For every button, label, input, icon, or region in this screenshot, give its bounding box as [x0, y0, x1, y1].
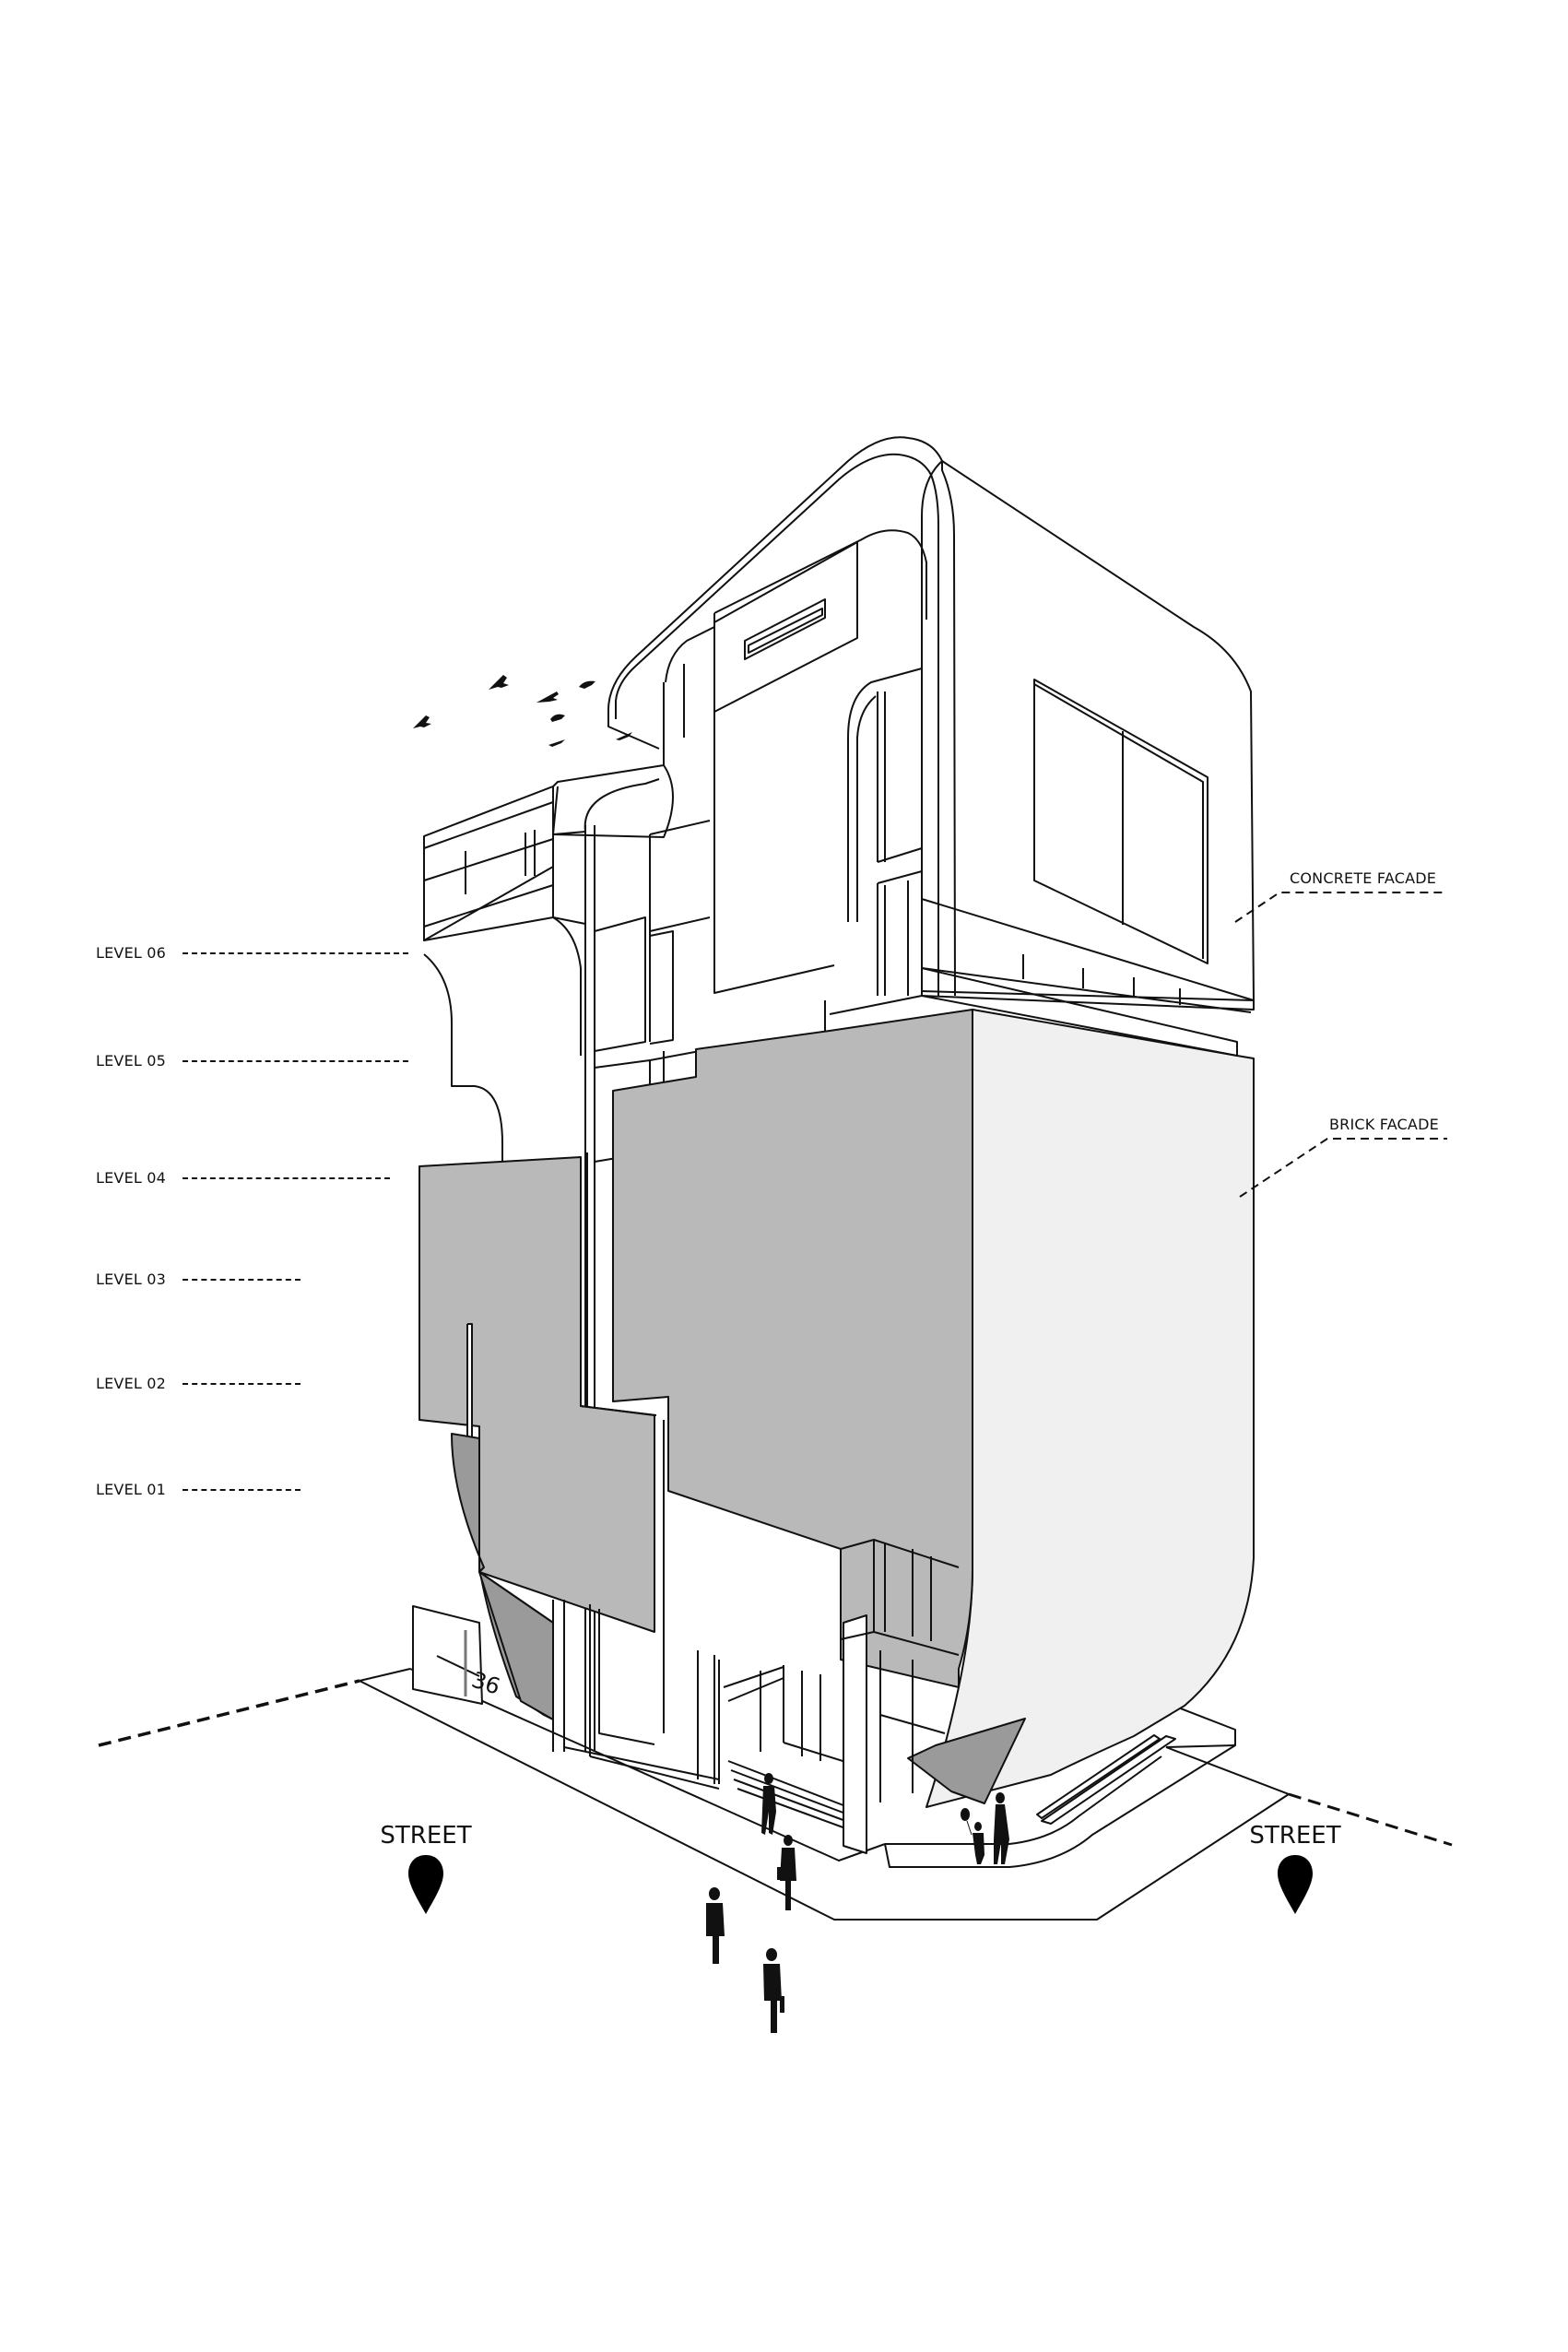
- level-05-label: LEVEL 05: [96, 1052, 167, 1070]
- level-06-dashed-line: [183, 951, 409, 954]
- brick-facade-label: BRICK FACADE: [1329, 1116, 1439, 1133]
- level-02-dashed-line: [183, 1382, 301, 1385]
- street-edge-right-dashed: [1288, 1792, 1453, 1847]
- level-03-label: LEVEL 03: [96, 1271, 167, 1288]
- level-02-label: LEVEL 02: [96, 1375, 167, 1392]
- level-01-label: LEVEL 01: [96, 1481, 167, 1498]
- level-01-dashed-line: [183, 1488, 301, 1491]
- house-number-sign: [412, 1605, 483, 1705]
- concrete-front-panel: [660, 529, 927, 996]
- brick-facade-side: [824, 967, 1255, 1808]
- level-06-marker: LEVEL 06: [96, 944, 409, 962]
- level-04-label: LEVEL 04: [96, 1169, 167, 1187]
- level-03-dashed-line: [183, 1278, 301, 1281]
- level-05-marker: LEVEL 05: [96, 1052, 409, 1070]
- level-03-marker: LEVEL 03: [96, 1271, 301, 1288]
- concrete-facade-label: CONCRETE FACADE: [1290, 869, 1437, 887]
- level-02-marker: LEVEL 02: [96, 1375, 301, 1392]
- callout-leader-brick: [1239, 1138, 1447, 1198]
- street-marker-left: STREET: [371, 1822, 481, 1916]
- map-pin-icon: [408, 1855, 443, 1914]
- pedestrian-figures-icon: [706, 1773, 1009, 2033]
- level-04-dashed-line: [183, 1176, 391, 1179]
- street-edge-left-dashed: [98, 1679, 360, 1747]
- level-06-label: LEVEL 06: [96, 944, 167, 962]
- ground-floor-glazing: [552, 1539, 960, 1854]
- brick-facade-front: [419, 1009, 973, 1688]
- street-label-left: STREET: [380, 1822, 472, 1850]
- street-marker-right: STREET: [1240, 1822, 1350, 1916]
- map-pin-icon: [1278, 1855, 1313, 1914]
- accent-sheet-right: [907, 1718, 1026, 1804]
- level-04-marker: LEVEL 04: [96, 1169, 391, 1187]
- street-label-right: STREET: [1249, 1822, 1341, 1850]
- left-balcony-block: [423, 764, 711, 1752]
- callout-leader-concrete: [1234, 892, 1447, 923]
- concrete-facade-box: [607, 436, 1255, 1013]
- front-panel-details: [466, 1152, 665, 1632]
- sidewalk-plinth: [359, 1668, 1290, 1921]
- level-01-marker: LEVEL 01: [96, 1481, 301, 1498]
- level-05-dashed-line: [183, 1059, 409, 1062]
- birds-flock-icon: [413, 675, 632, 747]
